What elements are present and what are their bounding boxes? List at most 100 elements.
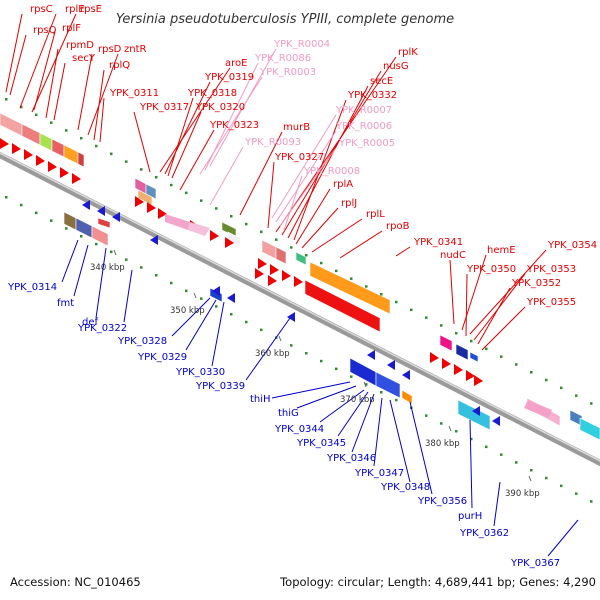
- gene-label[interactable]: rplA: [333, 179, 353, 190]
- gene-label[interactable]: YPK_0346: [326, 453, 376, 464]
- forward-gene-block: [39, 132, 53, 152]
- rna-feature: [524, 400, 552, 418]
- reverse-arrow: [287, 312, 295, 322]
- leader-line: [319, 389, 365, 423]
- gene-label[interactable]: YPK_0347: [354, 468, 404, 479]
- gene-label[interactable]: rpsE: [80, 4, 102, 15]
- gene-label[interactable]: YPK_R0006: [335, 121, 392, 132]
- gene-label[interactable]: YPK_R0004: [273, 39, 330, 50]
- gene-label[interactable]: YPK_0322: [77, 323, 127, 334]
- gene-label[interactable]: nudC: [440, 250, 466, 261]
- leader-line: [31, 13, 77, 113]
- leader-line: [133, 111, 151, 173]
- gene-label[interactable]: thiG: [278, 408, 299, 419]
- gene-label[interactable]: secE: [370, 76, 393, 87]
- gene-label[interactable]: YPK_0348: [380, 482, 430, 493]
- strand-dot: [185, 191, 188, 195]
- gene-label[interactable]: YPK_R0005: [338, 138, 395, 149]
- strand-dot: [140, 168, 143, 171]
- gene-label[interactable]: nusG: [383, 61, 409, 72]
- gene-label[interactable]: YPK_0323: [209, 120, 259, 131]
- gene-label[interactable]: YPK_0352: [511, 278, 561, 289]
- gene-label[interactable]: YPK_0367: [510, 558, 560, 569]
- leader-line: [123, 269, 133, 323]
- gene-label[interactable]: def: [82, 317, 99, 328]
- gene-label[interactable]: rplE: [65, 4, 85, 15]
- tick-mark: [193, 292, 197, 299]
- leader-line: [271, 381, 351, 399]
- gene-label[interactable]: YPK_0320: [195, 102, 245, 113]
- leader-line: [5, 13, 23, 93]
- gene-label[interactable]: YPK_R0003: [259, 67, 316, 78]
- gene-label[interactable]: rplF: [62, 23, 81, 34]
- gene-label[interactable]: rpsQ: [33, 25, 57, 36]
- forward-arrow: [270, 264, 279, 275]
- gene-label[interactable]: YPK_0362: [459, 528, 509, 539]
- gene-label[interactable]: rplJ: [341, 198, 357, 209]
- gene-label[interactable]: YPK_0332: [347, 90, 397, 101]
- gene-label[interactable]: YPK_0327: [274, 152, 324, 163]
- gene-label[interactable]: YPK_0339: [195, 381, 245, 392]
- gene-label[interactable]: thiH: [250, 394, 271, 405]
- strand-dot: [170, 281, 173, 285]
- gene-label[interactable]: YPK_0344: [274, 424, 324, 435]
- gene-label[interactable]: rpmD: [66, 40, 94, 51]
- gene-label[interactable]: YPK_0314: [7, 282, 57, 293]
- gene-label[interactable]: YPK_0317: [139, 102, 189, 113]
- strand-dot: [380, 391, 383, 394]
- gene-label[interactable]: aroE: [225, 58, 247, 69]
- reverse-gene-block: [349, 357, 377, 387]
- gene-label[interactable]: YPK_0350: [466, 264, 516, 275]
- gene-label[interactable]: YPK_R0093: [244, 137, 301, 148]
- gene-label[interactable]: secY: [72, 53, 96, 64]
- gene-label[interactable]: YPK_0345: [296, 438, 346, 449]
- strand-dot: [305, 352, 308, 355]
- forward-arrow: [258, 258, 267, 269]
- gene-label[interactable]: YPK_R0007: [335, 105, 392, 116]
- leader-line: [395, 246, 411, 257]
- strand-dot: [20, 105, 23, 109]
- leader-line: [199, 76, 263, 175]
- gene-label[interactable]: YPK_0353: [526, 264, 576, 275]
- gene-label[interactable]: YPK_0328: [117, 336, 167, 347]
- gene-label[interactable]: YPK_R0008: [303, 166, 360, 177]
- gene-label[interactable]: rpsC: [30, 4, 53, 15]
- forward-gene-block: [227, 231, 241, 247]
- gene-label[interactable]: rpoB: [386, 221, 410, 232]
- leader-line: [296, 385, 357, 409]
- gene-label[interactable]: rplK: [398, 47, 418, 58]
- strand-dot: [110, 250, 113, 254]
- gene-label[interactable]: rplQ: [109, 60, 130, 71]
- gene-label[interactable]: hemE: [487, 245, 516, 256]
- gene-label[interactable]: YPK_0311: [109, 88, 159, 99]
- gene-label[interactable]: YPK_0319: [204, 72, 254, 83]
- strand-dot: [440, 422, 443, 425]
- strand-dot: [515, 461, 518, 464]
- reverse-arrow: [492, 416, 500, 426]
- leader-line: [547, 519, 579, 557]
- gene-label[interactable]: rpsD: [98, 44, 122, 55]
- gene-label[interactable]: fmt: [57, 298, 74, 309]
- gene-label[interactable]: zntR: [124, 44, 147, 55]
- gene-label[interactable]: murB: [283, 122, 310, 133]
- gene-label[interactable]: purH: [458, 511, 482, 522]
- gene-label[interactable]: YPK_0341: [413, 237, 463, 248]
- forward-arrow: [466, 370, 475, 381]
- gene-label[interactable]: YPK_0330: [175, 367, 225, 378]
- forward-gene-block: [63, 144, 79, 165]
- map-title: Yersinia pseudotuberculosis YPIII, compl…: [116, 12, 454, 27]
- gene-label[interactable]: YPK_R0086: [254, 53, 311, 64]
- forward-arrow: [24, 149, 33, 160]
- gene-label[interactable]: YPK_0318: [187, 88, 237, 99]
- gene-label[interactable]: YPK_0329: [137, 352, 187, 363]
- gene-label[interactable]: YPK_0354: [547, 240, 597, 251]
- gene-label[interactable]: YPK_0356: [417, 496, 467, 507]
- strand-dot: [185, 289, 188, 293]
- forward-arrow: [294, 276, 303, 287]
- gene-label[interactable]: rplL: [366, 209, 385, 220]
- strand-dot: [260, 230, 263, 234]
- leader-line: [301, 207, 339, 249]
- gene-label[interactable]: YPK_0355: [526, 297, 576, 308]
